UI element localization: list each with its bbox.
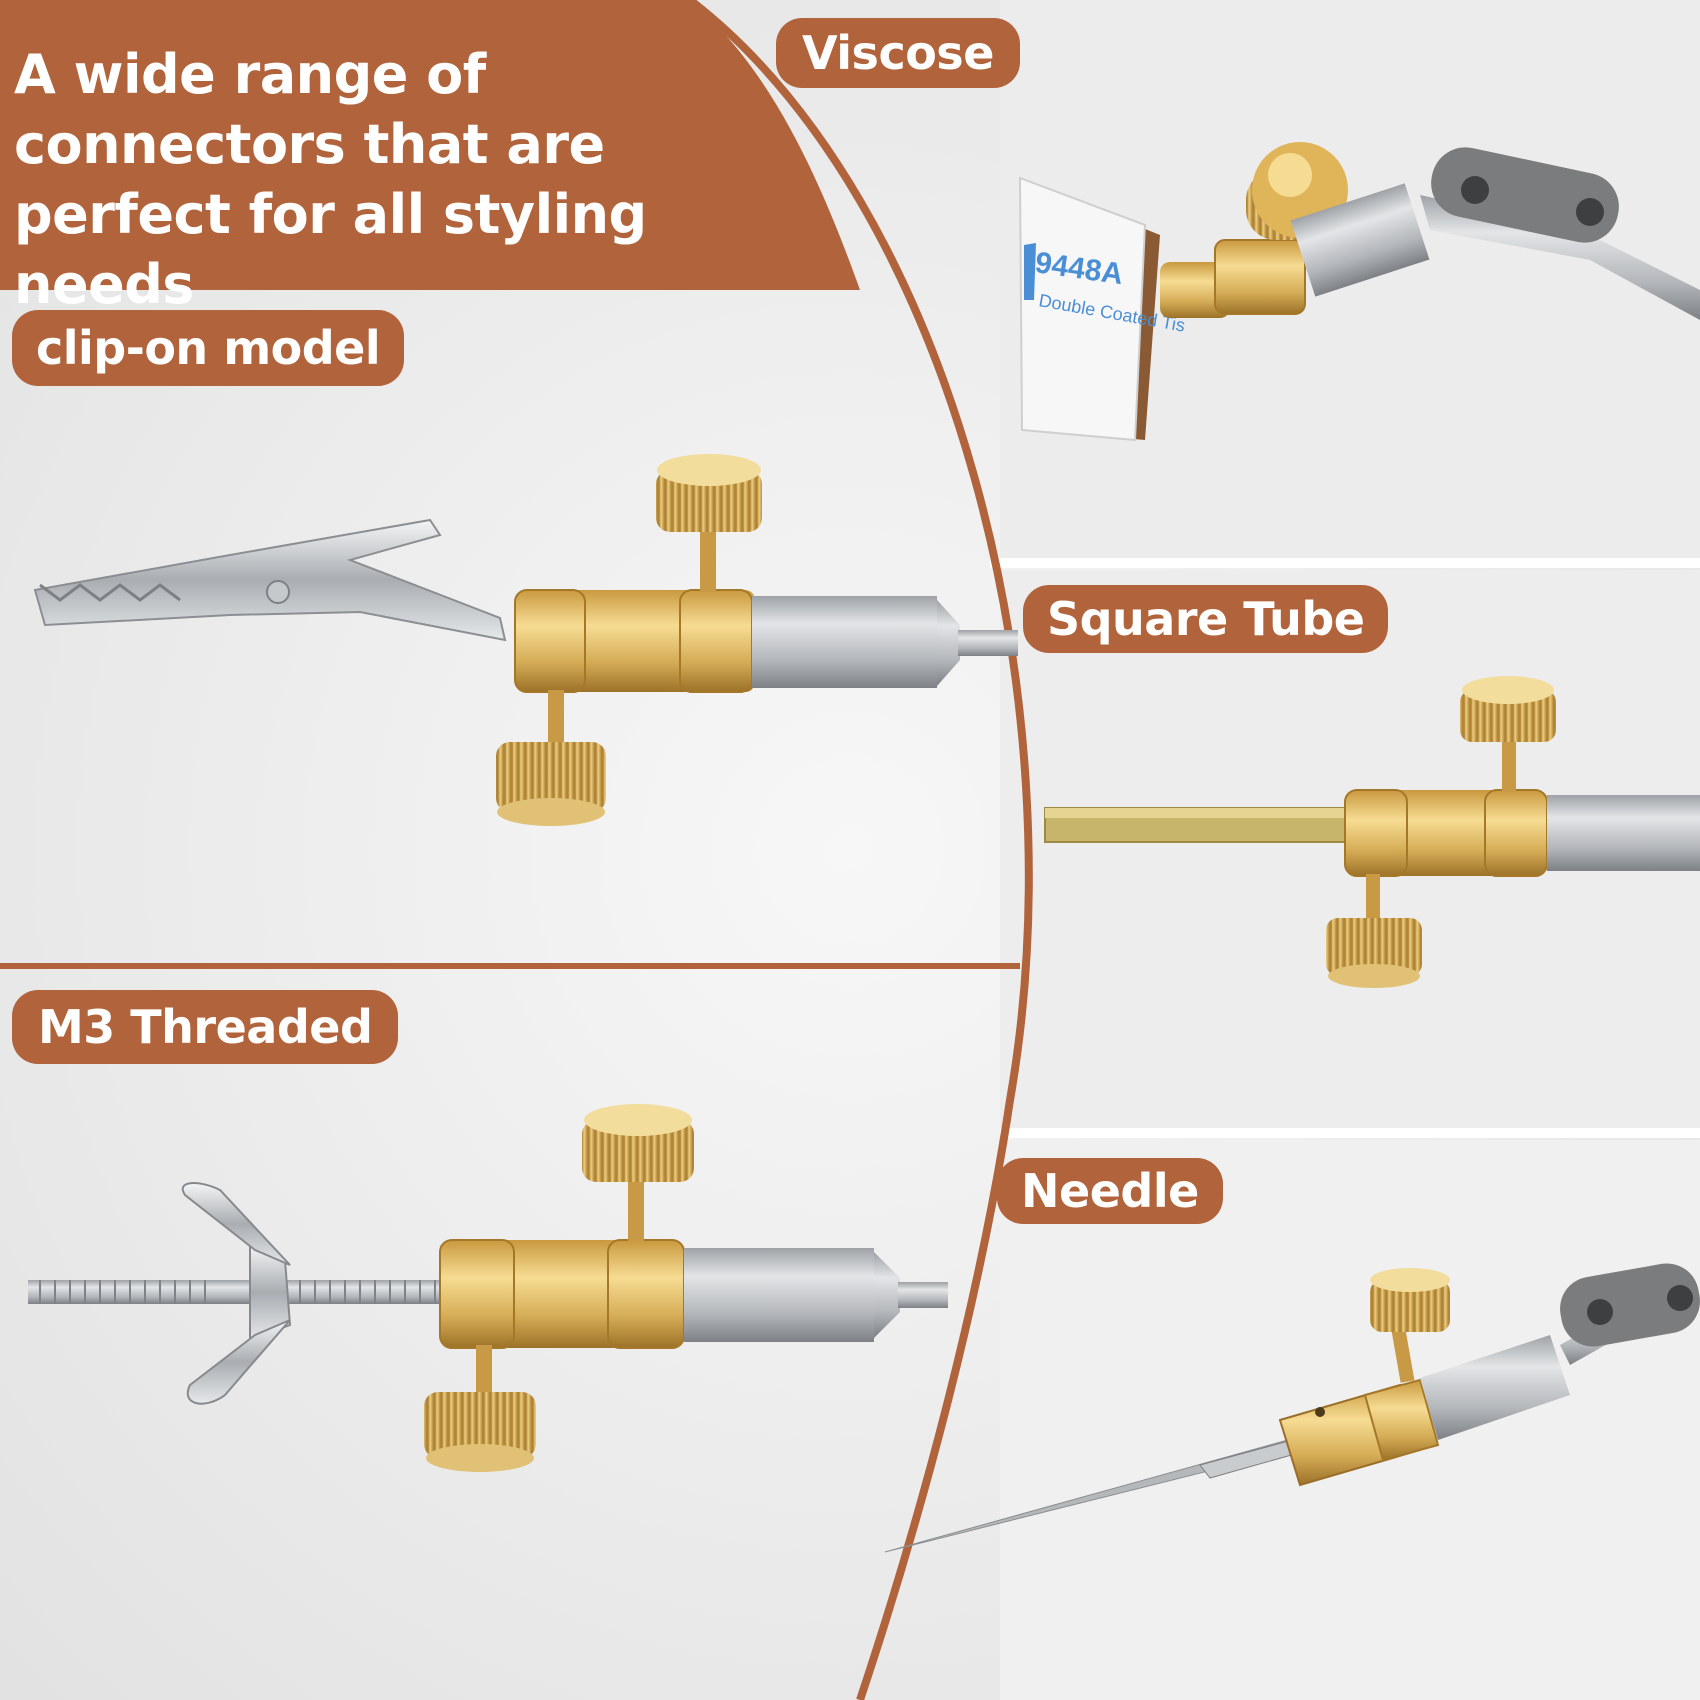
divider bbox=[990, 558, 1700, 568]
label-m3-threaded: M3 Threaded bbox=[12, 990, 399, 1064]
label-needle: Needle bbox=[997, 1158, 1223, 1224]
label-clip-on-model: clip-on model bbox=[12, 310, 405, 386]
label-viscose: Viscose bbox=[776, 18, 1020, 88]
headline-panel bbox=[0, 0, 860, 290]
viscose-connector: 9448A Double Coated Tis bbox=[1018, 142, 1700, 442]
clip-on-connector bbox=[33, 454, 1018, 826]
needle-connector bbox=[884, 1263, 1700, 1553]
label-square-tube: Square Tube bbox=[1023, 585, 1389, 653]
m3-threaded-connector bbox=[28, 1104, 948, 1472]
divider bbox=[1000, 1128, 1700, 1138]
square-tube-connector bbox=[1044, 676, 1700, 988]
headline: A wide range of connectors that are perf… bbox=[14, 43, 647, 316]
curve-divider bbox=[687, 0, 1033, 1700]
